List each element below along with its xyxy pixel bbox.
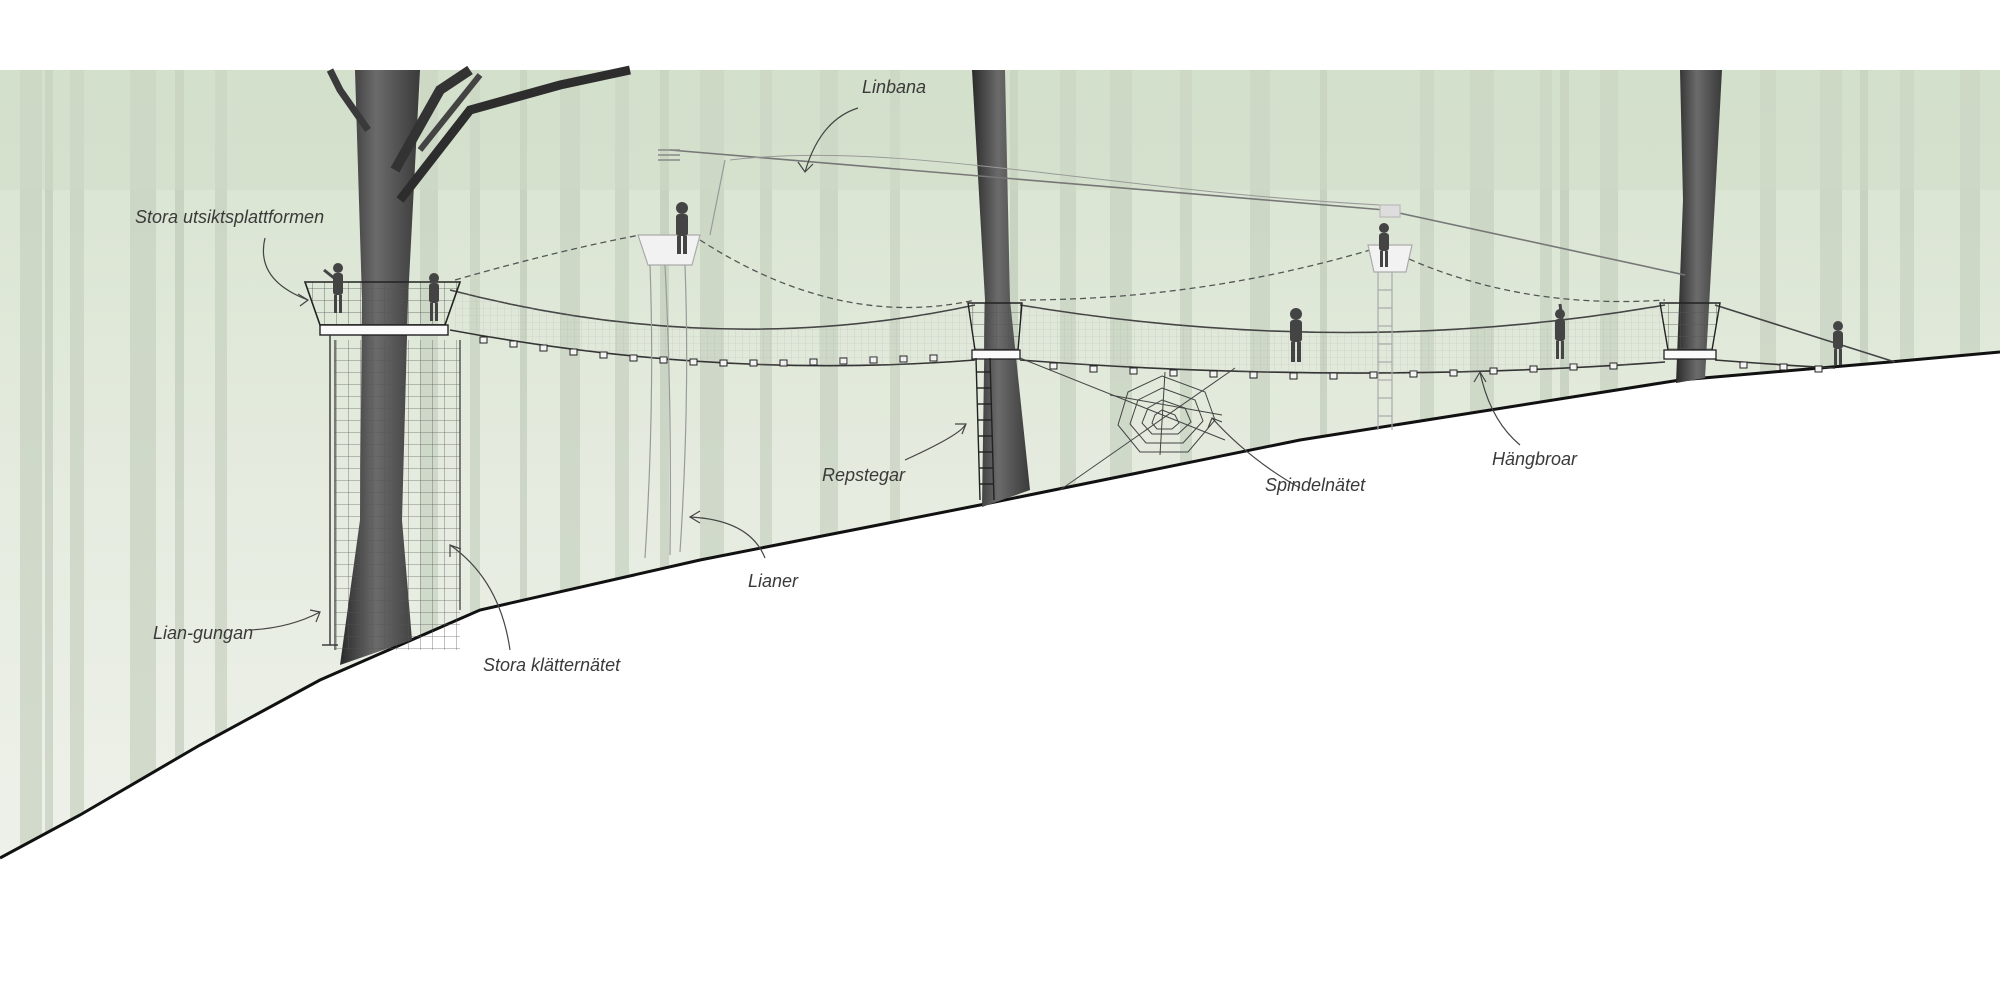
label-hangbroar: Hängbroar — [1492, 449, 1578, 469]
platform-zipline-end — [1367, 204, 1413, 273]
zipline-pole — [709, 159, 726, 236]
rope-ladder-middle — [975, 357, 995, 501]
rope-ladder-right — [1377, 272, 1393, 430]
liana-swing — [322, 335, 338, 646]
bridge-dashed-cables — [454, 234, 1666, 309]
annotation-arrows — [249, 107, 1521, 651]
zipline-start-marker — [658, 149, 680, 161]
person-icon — [1290, 308, 1302, 362]
person-silhouettes — [323, 202, 1843, 365]
large-climbing-net — [335, 340, 460, 650]
person-icon — [676, 202, 688, 254]
platform-right-tree — [1659, 302, 1721, 360]
person-icon — [1555, 303, 1565, 359]
label-stora-klatternatet: Stora klätternätet — [483, 655, 621, 675]
large-viewing-platform — [303, 281, 462, 336]
zipline-top-line — [729, 154, 1381, 206]
tree-trunk-middle — [972, 70, 1030, 507]
label-repstegar: Repstegar — [822, 465, 906, 485]
person-icon — [429, 273, 439, 321]
lianas — [644, 264, 688, 559]
person-icon — [1833, 321, 1843, 365]
ground-line — [0, 350, 2000, 860]
label-spindelnatet: Spindelnätet — [1265, 475, 1366, 495]
platform-middle-tree — [967, 302, 1023, 360]
person-icon — [1379, 223, 1389, 267]
label-stora-utsiktsplattformen: Stora utsiktsplattformen — [135, 207, 325, 227]
platform-zipline-start — [637, 234, 701, 266]
label-linbana: Linbana — [862, 77, 927, 97]
bridge-side-netting — [455, 290, 1665, 374]
label-lian-gungan: Lian-gungan — [153, 623, 254, 643]
spider-web — [1019, 357, 1236, 491]
person-icon — [323, 263, 343, 313]
label-lianer: Lianer — [748, 571, 799, 591]
